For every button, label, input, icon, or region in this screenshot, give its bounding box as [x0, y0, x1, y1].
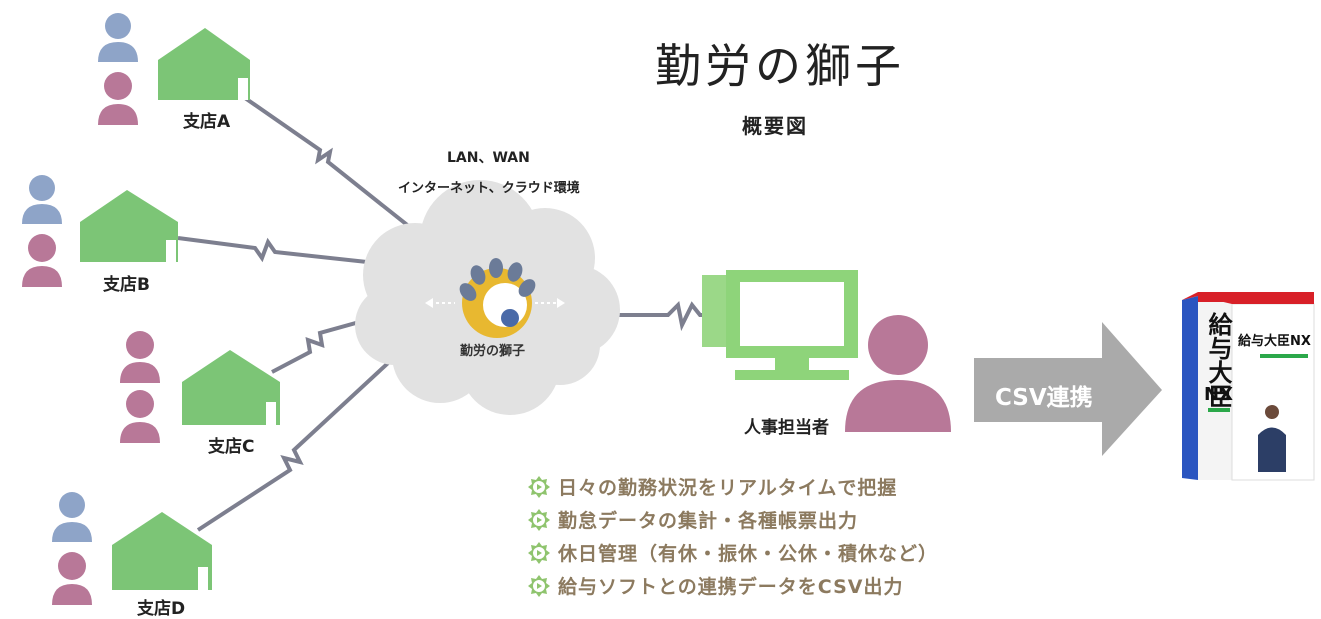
branch-d-label: 支店D [137, 599, 186, 619]
house-icon [112, 512, 212, 590]
branch-d-group [52, 492, 212, 605]
gear-bullet-icon [528, 508, 550, 531]
person-male-icon [22, 175, 62, 224]
branch-a-group [98, 13, 250, 125]
gear-bullet-icon [528, 541, 550, 564]
list-item: 給与ソフトとの連携データをCSV出力 [528, 569, 938, 602]
software-box-icon [1182, 292, 1315, 481]
link-hr-pc [560, 300, 720, 332]
link-branch-a [243, 96, 447, 257]
branch-b-group [22, 175, 178, 287]
house-icon [80, 190, 178, 262]
hr-staff-label: 人事担当者 [744, 418, 829, 438]
cloud-icon [355, 180, 620, 415]
feature-text: 勤怠データの集計・各種帳票出力 [558, 510, 859, 532]
computer-icon [702, 270, 858, 380]
csv-link-label: CSV連携 [995, 385, 1093, 411]
person-female-icon [98, 72, 138, 125]
feature-text: 休日管理（有休・振休・公休・積休など） [558, 543, 939, 565]
link-branch-b [177, 236, 441, 272]
network-label-lan-wan: LAN、WAN [447, 150, 530, 166]
person-figure-icon [1258, 405, 1286, 472]
person-female-icon [22, 234, 62, 287]
cloud-logo-text: 勤労の獅子 [460, 344, 526, 359]
list-item: 休日管理（有休・振休・公休・積休など） [528, 536, 938, 569]
person-female-icon [120, 390, 160, 443]
gear-bullet-icon [528, 475, 550, 498]
gear-bullet-icon [528, 574, 550, 597]
list-item: 日々の勤務状況をリアルタイムで把握 [528, 470, 938, 503]
person-female-icon [120, 331, 160, 383]
product-name-suffix: NX [1204, 384, 1233, 405]
kinrou-logo-icon [425, 258, 565, 338]
house-icon [182, 350, 280, 425]
network-label-internet: インターネット、クラウド環境 [398, 181, 580, 196]
product-name-top: 給与大臣NX [1238, 334, 1311, 349]
feature-list: 日々の勤務状況をリアルタイムで把握 勤怠データの集計・各種帳票出力 休日管理（有… [528, 470, 938, 602]
hr-person-icon [845, 315, 951, 432]
branch-c-group [120, 331, 280, 443]
branch-a-label: 支店A [183, 112, 231, 132]
person-male-icon [52, 492, 92, 542]
person-female-icon [52, 552, 92, 605]
feature-text: 日々の勤務状況をリアルタイムで把握 [558, 477, 898, 499]
branch-c-label: 支店C [208, 437, 255, 457]
product-name-vertical: 給与大臣 [1204, 312, 1232, 408]
feature-text: 給与ソフトとの連携データをCSV出力 [558, 576, 904, 598]
person-male-icon [98, 13, 138, 62]
branch-b-label: 支店B [103, 275, 150, 295]
diagram-subtitle: 概要図 [742, 114, 808, 138]
connection-lines [177, 96, 720, 532]
list-item: 勤怠データの集計・各種帳票出力 [528, 503, 938, 536]
link-branch-d [196, 313, 442, 532]
arrow-icon [974, 322, 1162, 456]
house-icon [158, 28, 250, 100]
diagram-title: 勤労の獅子 [655, 39, 905, 93]
link-branch-c [271, 298, 439, 374]
